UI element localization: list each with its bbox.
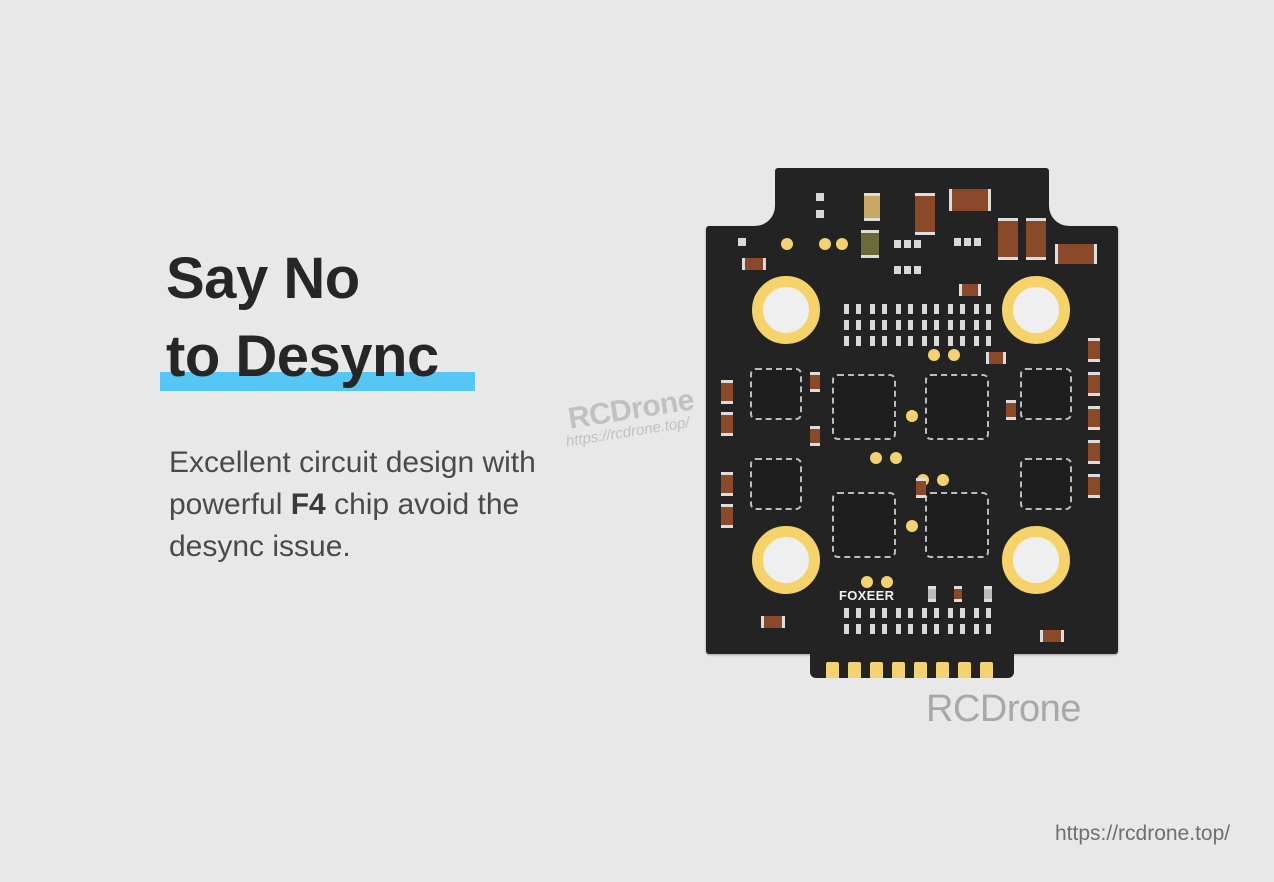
description-text: Excellent circuit design with powerful [169,446,536,521]
smd-component-icon [904,240,911,248]
connector-pin-icon [936,662,949,678]
driver-chip-icon [1020,458,1072,510]
solder-pad-icon [781,238,793,250]
capacitor-icon [916,478,926,498]
capacitor-icon [1088,372,1100,396]
capacitor-icon [1088,440,1100,464]
capacitor-icon [954,586,962,602]
esc-circuit-board-image: FOXEER [706,168,1118,678]
connector-pin-icon [848,662,861,678]
driver-chip-icon [1020,368,1072,420]
description-text-end: chip avoid the desync issue. [169,488,520,563]
brand-silkscreen-label: FOXEER [839,588,895,603]
solder-pad-icon [906,520,918,532]
solder-pad-icon [881,576,893,588]
solder-pad-icon [937,474,949,486]
capacitor-icon [864,193,880,221]
headline-underline-accent [160,372,475,391]
smd-component-icon [894,266,901,274]
overlay-watermark: RCDrone https://rcdrone.top/ [560,383,698,450]
capacitor-icon [1026,218,1046,260]
capacitor-icon [959,284,981,296]
headline: Say No to Desync [166,240,439,396]
site-url-watermark: https://rcdrone.top/ [1055,822,1231,845]
capacitor-icon [721,380,733,404]
capacitor-icon [721,472,733,496]
headline-line-1: Say No [166,246,360,311]
solder-pad-icon [819,238,831,250]
capacitor-icon [949,189,991,211]
pcb-notch [735,186,775,226]
mount-hole-icon [1002,526,1070,594]
driver-chip-icon [750,368,802,420]
capacitor-icon [1006,400,1016,420]
capacitor-icon [1088,338,1100,362]
brand-watermark: RCDrone [926,688,1081,730]
smd-component-icon [914,240,921,248]
connector-pin-icon [826,662,839,678]
smd-component-icon [816,193,824,201]
capacitor-icon [721,504,733,528]
connector-pin-icon [892,662,905,678]
capacitor-icon [1055,244,1097,264]
solder-pad-icon [870,452,882,464]
solder-pad-icon [928,349,940,361]
driver-chip-icon [750,458,802,510]
mosfet-chip-icon [832,492,896,558]
mosfet-chip-icon [832,374,896,440]
mosfet-chip-icon [925,374,989,440]
capacitor-icon [810,372,820,392]
mount-hole-icon [752,526,820,594]
solder-pad-icon [948,349,960,361]
mosfet-chip-icon [925,492,989,558]
capacitor-icon [998,218,1018,260]
capacitor-icon [984,586,992,602]
solder-pad-icon [906,410,918,422]
connector-pin-icon [980,662,993,678]
smd-component-icon [914,266,921,274]
capacitor-icon [861,230,879,258]
capacitor-icon [1088,406,1100,430]
smd-component-icon [904,266,911,274]
mount-hole-icon [752,276,820,344]
solder-pad-icon [890,452,902,464]
smd-component-icon [738,238,746,246]
capacitor-icon [721,412,733,436]
capacitor-icon [1040,630,1064,642]
mount-hole-icon [1002,276,1070,344]
smd-component-icon [964,238,971,246]
smd-component-icon [954,238,961,246]
pcb-notch [1049,186,1089,226]
capacitor-icon [986,352,1006,364]
smd-component-icon [894,240,901,248]
solder-pad-icon [836,238,848,250]
capacitor-icon [915,193,935,235]
chip-name-highlight: F4 [290,488,326,521]
connector-pin-icon [958,662,971,678]
connector-pin-icon [914,662,927,678]
capacitor-icon [810,426,820,446]
capacitor-icon [928,586,936,602]
smd-component-icon [974,238,981,246]
headline-line-2: to Desync [166,324,439,389]
connector-pin-icon [870,662,883,678]
capacitor-icon [761,616,785,628]
capacitor-icon [1088,474,1100,498]
capacitor-icon [742,258,766,270]
solder-pad-icon [861,576,873,588]
smd-component-icon [816,210,824,218]
feature-description: Excellent circuit design with powerful F… [169,442,609,568]
